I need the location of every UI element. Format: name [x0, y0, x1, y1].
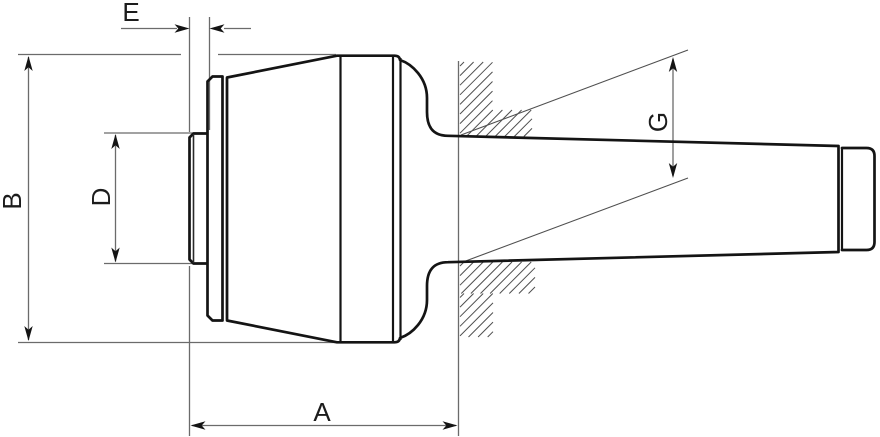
hatch-line [459, 261, 474, 276]
pilot-cylinder-outline [188, 132, 208, 265]
hatch-line [508, 267, 536, 294]
g-gauge-line-upper [460, 49, 689, 136]
hatch-line [459, 293, 484, 318]
d-arrowhead-down [111, 247, 120, 263]
dimension-label-a: A [313, 397, 331, 427]
e-arrowhead-right [174, 24, 190, 33]
hatch-line [475, 109, 503, 137]
hatch-line [485, 109, 513, 137]
hatch-line [513, 118, 533, 137]
dimension-e: E [121, 0, 251, 132]
hatch-line [468, 312, 494, 338]
g-arrowhead-up [668, 57, 678, 72]
hatch-line [459, 109, 484, 134]
hatch-line [487, 331, 494, 338]
hatch-line [459, 61, 465, 67]
hatch-line [459, 109, 474, 124]
g-arrowhead-down [668, 163, 678, 178]
b-arrowhead-down [24, 326, 33, 341]
tang-outline [840, 146, 876, 252]
hatch-line [523, 128, 533, 137]
hatch-line [459, 61, 493, 96]
hatch-line [460, 261, 494, 294]
hatch-line [477, 321, 494, 338]
hatch-line [489, 261, 522, 294]
hatch-line [465, 109, 494, 137]
dimension-g: G [460, 49, 689, 263]
b-arrowhead-up [24, 56, 33, 71]
e-arrowhead-left [209, 24, 225, 33]
hatch-line [499, 261, 532, 294]
hatch-line [459, 109, 465, 115]
dimension-label-g: G [643, 112, 673, 132]
hatch-line [459, 61, 474, 76]
hatch-line [463, 81, 493, 111]
dimension-d: D [86, 132, 203, 265]
hatch-line [518, 277, 536, 294]
a-arrowhead-left [190, 421, 206, 430]
hatch-line [459, 302, 494, 337]
dimension-a: A [188, 61, 460, 436]
hatch-line [470, 261, 503, 294]
a-arrowhead-right [442, 421, 458, 430]
hatch-line [459, 293, 465, 298]
d-arrowhead-up [111, 134, 120, 149]
hatch-line [528, 286, 536, 294]
section-hatching [459, 61, 536, 338]
dimension-label-e: E [122, 0, 139, 27]
dimension-label-d: D [86, 188, 116, 207]
hatch-line [480, 261, 513, 294]
hatch-line [459, 61, 484, 86]
dimension-b: B [0, 53, 336, 344]
g-gauge-line-lower [462, 177, 689, 263]
hatch-line [504, 109, 532, 137]
hatch-line [459, 261, 484, 286]
collar-outline [206, 75, 224, 322]
dead-center-body [188, 54, 876, 344]
body-and-shank-outline [225, 54, 840, 344]
hatch-line [482, 100, 493, 111]
hatch-line [459, 71, 493, 105]
hatch-line [459, 293, 494, 327]
hatch-line [473, 90, 493, 111]
dimension-label-b: B [0, 192, 27, 209]
hatch-line [459, 293, 474, 308]
